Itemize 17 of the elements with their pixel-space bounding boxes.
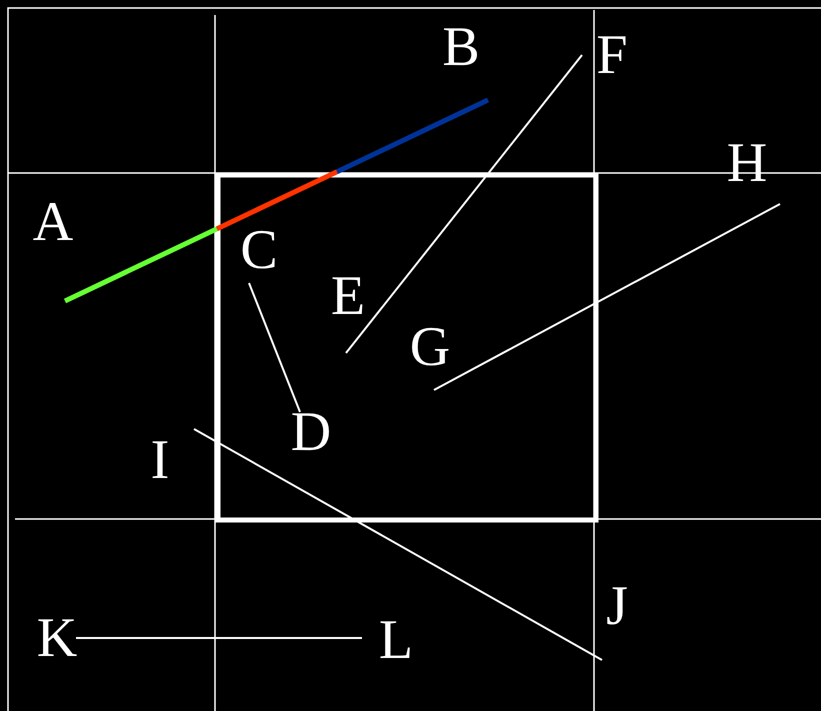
endpoint-label: G: [410, 319, 450, 375]
line-segment: [76, 637, 362, 639]
line-segment: [434, 203, 780, 391]
endpoint-label: B: [442, 19, 480, 75]
endpoint-label: L: [378, 612, 414, 668]
endpoint-label: K: [36, 610, 78, 666]
line-segment: [248, 282, 301, 412]
line-segment: [345, 54, 583, 354]
endpoint-label: D: [290, 404, 332, 460]
line-segment: [64, 98, 490, 304]
endpoint-label: J: [606, 578, 628, 634]
endpoint-label: C: [240, 222, 278, 278]
endpoint-label: E: [330, 268, 366, 324]
endpoint-label: I: [150, 432, 170, 488]
line-segment: [194, 428, 602, 661]
endpoint-label: A: [32, 194, 74, 250]
endpoint-label: F: [596, 27, 628, 83]
